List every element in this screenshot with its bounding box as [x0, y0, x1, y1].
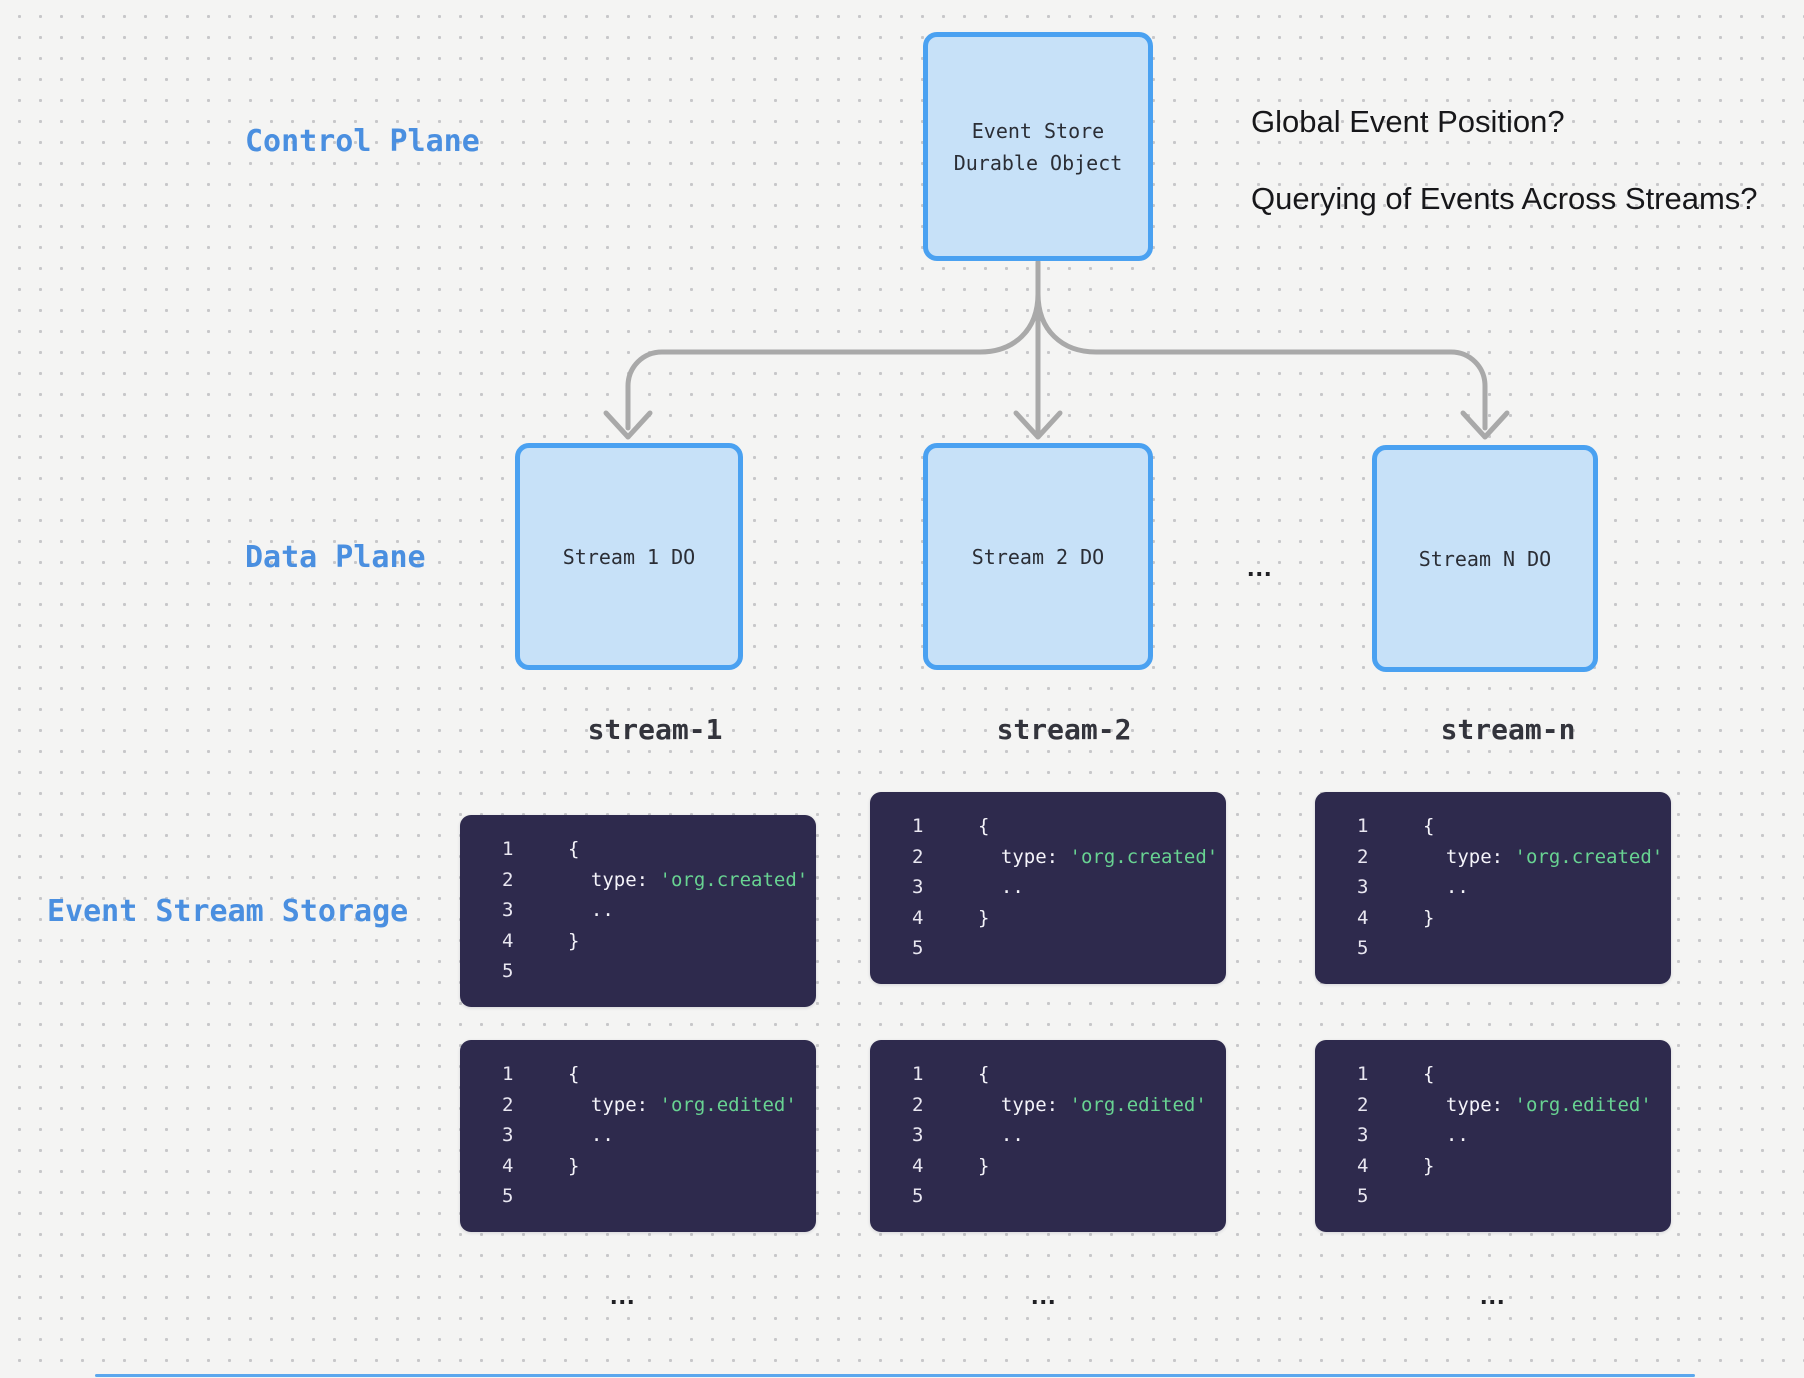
code-content: { type:'org.edited' .. }	[568, 1063, 797, 1177]
code-content: { type:'org.edited' .. }	[978, 1063, 1207, 1177]
arrow-to-stream-1	[625, 291, 1041, 431]
event-type-string: 'org.edited'	[1514, 1093, 1652, 1116]
event-type-string: 'org.created'	[659, 868, 809, 891]
line-numbers: 1 2 3 4 5	[1357, 1063, 1369, 1207]
stream-node-1-label: Stream 1 DO	[562, 544, 696, 569]
line-numbers: 1 2 3 4 5	[502, 1063, 514, 1207]
code-block-stream-1-event-created: 1 2 3 4 5 { type:'org.created' .. }	[460, 815, 816, 1007]
event-type-string: 'org.edited'	[1069, 1093, 1207, 1116]
code-block-stream-1-event-edited: 1 2 3 4 5 { type:'org.edited' .. }	[460, 1040, 816, 1232]
event-type-string: 'org.created'	[1514, 845, 1664, 868]
event-stream-storage-label: Event Stream Storage	[47, 894, 409, 929]
stream-name-label-2: stream-2	[996, 713, 1132, 746]
event-type-string: 'org.created'	[1069, 845, 1219, 868]
stream-node-1: Stream 1 DO	[515, 443, 743, 670]
stream-name-label-1: stream-1	[587, 713, 723, 746]
arrow-to-stream-n	[1035, 291, 1488, 431]
arrowhead-stream-n	[1460, 410, 1510, 440]
stream-node-2-label: Stream 2 DO	[971, 544, 1105, 569]
more-streams-ellipsis: ...	[1247, 552, 1273, 582]
control-plane-label: Control Plane	[245, 124, 480, 159]
code-block-stream-2-event-created: 1 2 3 4 5 { type:'org.created' .. }	[870, 792, 1226, 984]
more-events-ellipsis-2: ...	[1031, 1280, 1057, 1310]
stream-node-2: Stream 2 DO	[923, 443, 1153, 670]
code-block-stream-n-event-edited: 1 2 3 4 5 { type:'org.edited' .. }	[1315, 1040, 1671, 1232]
event-store-node: Event Store Durable Object	[923, 32, 1153, 261]
line-numbers: 1 2 3 4 5	[912, 815, 924, 959]
code-content: { type:'org.edited' .. }	[1423, 1063, 1652, 1177]
data-plane-label: Data Plane	[245, 540, 426, 575]
question-querying-across-streams: Querying of Events Across Streams?	[1251, 181, 1758, 216]
line-numbers: 1 2 3 4 5	[1357, 815, 1369, 959]
more-events-ellipsis-n: ...	[1480, 1280, 1506, 1310]
stream-node-n: Stream N DO	[1372, 445, 1598, 672]
more-events-ellipsis-1: ...	[610, 1280, 636, 1310]
stream-node-n-label: Stream N DO	[1418, 546, 1552, 571]
code-content: { type:'org.created' .. }	[1423, 815, 1664, 929]
line-numbers: 1 2 3 4 5	[502, 838, 514, 982]
line-numbers: 1 2 3 4 5	[912, 1063, 924, 1207]
arrowhead-stream-1	[603, 410, 653, 440]
event-type-string: 'org.edited'	[659, 1093, 797, 1116]
question-global-event-position: Global Event Position?	[1251, 104, 1565, 139]
horizontal-scrollbar[interactable]	[95, 1374, 1695, 1377]
code-content: { type:'org.created' .. }	[978, 815, 1219, 929]
code-content: { type:'org.created' .. }	[568, 838, 809, 952]
stream-name-label-n: stream-n	[1440, 713, 1576, 746]
code-block-stream-2-event-edited: 1 2 3 4 5 { type:'org.edited' .. }	[870, 1040, 1226, 1232]
event-store-node-label: Event Store Durable Object	[953, 118, 1123, 175]
code-block-stream-n-event-created: 1 2 3 4 5 { type:'org.created' .. }	[1315, 792, 1671, 984]
arrowhead-stream-2	[1013, 410, 1063, 440]
